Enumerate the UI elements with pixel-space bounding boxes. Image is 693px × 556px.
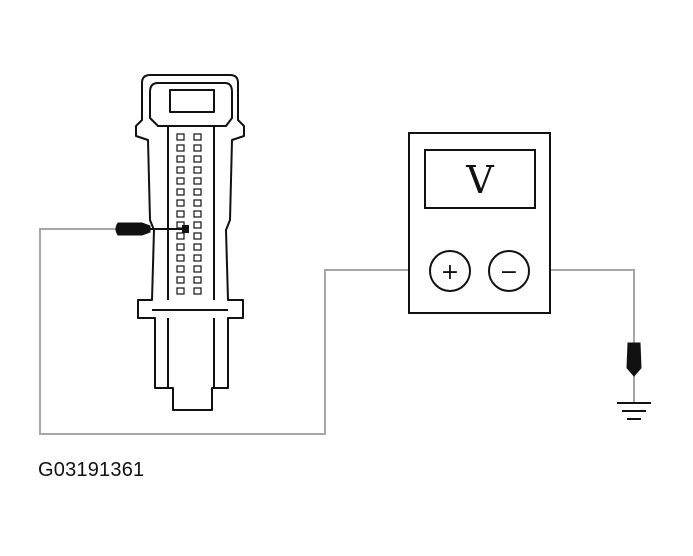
probe-handle <box>115 222 151 236</box>
pin-cavity <box>176 232 185 240</box>
pin-cavity <box>193 243 202 251</box>
pin-cavity <box>193 254 202 262</box>
wires <box>39 228 635 435</box>
voltmeter-icon: V + − <box>408 132 551 314</box>
ground-wire <box>550 269 635 343</box>
pin-cavity <box>193 265 202 273</box>
negative-terminal <box>488 250 530 292</box>
positive-terminal-symbol: + <box>441 260 459 285</box>
pin-cavity <box>193 221 202 229</box>
pin-cavity <box>193 276 202 284</box>
ground-probe-handle <box>626 342 642 377</box>
pin-cavity <box>193 144 202 152</box>
connector-shroud-line <box>167 318 215 388</box>
pin-cavity <box>193 188 202 196</box>
probe-icon <box>115 222 189 236</box>
pin-cavity <box>176 177 185 185</box>
connector-pins <box>176 133 202 295</box>
pin-cavity <box>193 199 202 207</box>
pin-cavity <box>176 276 185 284</box>
negative-terminal-symbol: − <box>500 260 518 285</box>
connector-head-inner <box>149 82 233 127</box>
figure-id: G03191361 <box>38 459 145 481</box>
pin-cavity <box>176 254 185 262</box>
connector-icon <box>135 74 245 411</box>
pin-cavity <box>176 265 185 273</box>
pin-cavity <box>193 166 202 174</box>
pin-cavity <box>193 133 202 141</box>
pin-cavity <box>176 210 185 218</box>
connector-body <box>135 74 245 411</box>
ground-icon <box>617 402 651 420</box>
pin-cavity <box>176 287 185 295</box>
pin-cavity <box>193 177 202 185</box>
pin-cavity <box>176 133 185 141</box>
pin-cavity <box>176 144 185 152</box>
pin-cavity <box>176 243 185 251</box>
pin-cavity <box>193 155 202 163</box>
connector-pin-housing <box>167 126 215 300</box>
pin-cavity <box>193 287 202 295</box>
voltmeter-display-symbol: V <box>465 158 494 202</box>
pin-cavity <box>193 210 202 218</box>
pin-cavity <box>176 166 185 174</box>
probe-wire <box>39 228 410 435</box>
pin-cavity <box>176 155 185 163</box>
pin-cavity <box>176 188 185 196</box>
pin-cavity <box>176 199 185 207</box>
voltmeter-display <box>424 149 536 209</box>
ground-probe-icon <box>626 342 642 377</box>
probe-tip <box>182 225 189 233</box>
pin-cavity <box>193 232 202 240</box>
connector-latch <box>169 89 215 113</box>
positive-terminal <box>429 250 471 292</box>
